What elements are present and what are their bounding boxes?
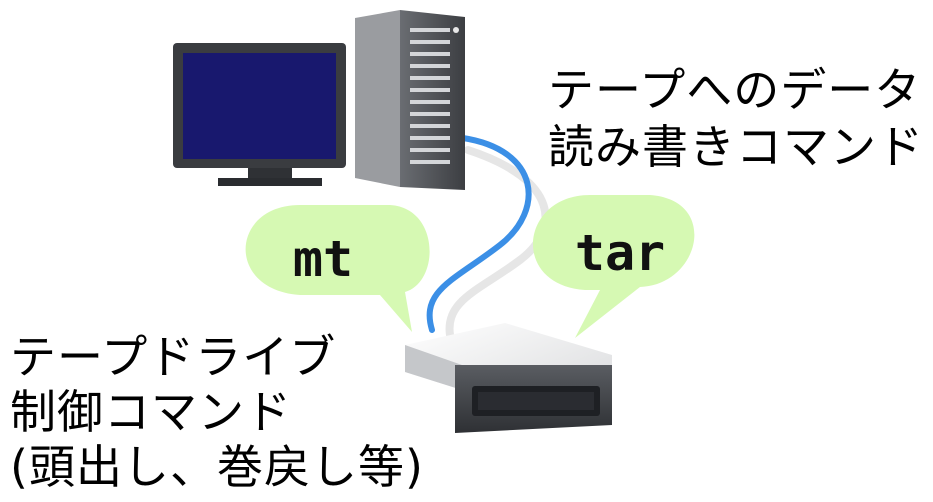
tape-drive-icon [405, 323, 612, 433]
speech-bubble-left: mt [245, 205, 430, 332]
label-tape-drive-control: テープドライブ 制御コマンド (頭出し、巻戻し等) [10, 330, 424, 495]
bubble-label-mt: mt [293, 230, 353, 288]
label-top-line1: テープへのデータ [548, 63, 922, 117]
label-tape-data-commands: テープへのデータ 読み書きコマンド [548, 62, 924, 176]
label-bottom-line2: 制御コマンド [10, 385, 292, 439]
server-tower-icon [355, 10, 465, 190]
cable-icon [426, 135, 532, 333]
label-bottom-line3: (頭出し、巻戻し等) [10, 440, 424, 494]
label-bottom-line1: テープドライブ [10, 330, 337, 384]
label-top-line2: 読み書きコマンド [548, 120, 924, 174]
speech-bubble-right: tar [532, 195, 695, 338]
bubble-label-tar: tar [575, 224, 665, 282]
monitor-icon [173, 43, 346, 186]
